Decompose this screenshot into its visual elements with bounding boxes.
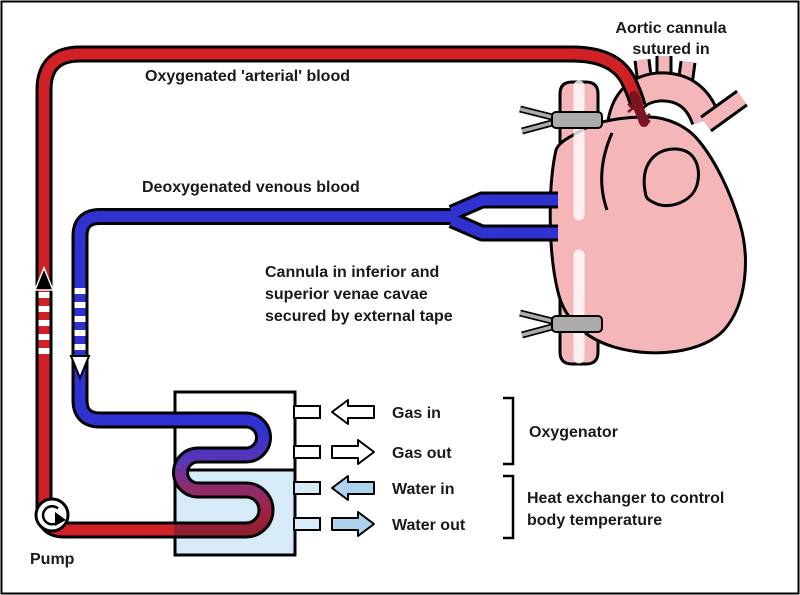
- arterial-flow-arrow-icon: [33, 266, 55, 362]
- oxygenator-label: Oxygenator: [529, 424, 618, 441]
- water-in-label: Water in: [392, 481, 455, 498]
- venous-blood-label: Deoxygenated venous blood: [142, 179, 360, 196]
- heat-exchanger-bracket: [503, 474, 515, 540]
- oxygenator-bracket: [503, 396, 515, 466]
- aortic-cannula-tip: [627, 91, 651, 127]
- aortic-cannula-label-line2: sutured in: [632, 41, 709, 58]
- cannula-note-line2: superior venae cavae: [265, 286, 428, 303]
- water-in-arrow-icon: [331, 475, 375, 501]
- pump-icon: [34, 497, 70, 533]
- heat-exchanger-label-line1: Heat exchanger to control: [527, 490, 724, 507]
- water-out-port: [293, 517, 321, 531]
- gas-in-label: Gas in: [392, 405, 441, 422]
- arterial-blood-label: Oxygenated 'arterial' blood: [145, 68, 350, 85]
- atrial-appendage: [642, 147, 700, 208]
- venous-tube: [74, 194, 558, 536]
- gas-out-arrow-icon: [331, 439, 375, 465]
- ivc-tape: [519, 309, 603, 339]
- cannula-note-line1: Cannula in inferior and: [265, 264, 439, 281]
- gas-out-port: [293, 445, 321, 459]
- gas-in-port: [293, 405, 321, 419]
- gas-in-arrow-icon: [331, 399, 375, 425]
- water-out-arrow-icon: [331, 511, 375, 537]
- venous-flow-arrow-icon: [69, 288, 91, 381]
- water-out-label: Water out: [392, 517, 466, 534]
- pump-label: Pump: [30, 551, 75, 568]
- svc-tape: [519, 105, 603, 135]
- gas-out-label: Gas out: [392, 445, 452, 462]
- water-in-port: [293, 481, 321, 495]
- aortic-cannula-label-line1: Aortic cannula: [615, 20, 726, 37]
- cannula-note-line3: secured by external tape: [265, 308, 453, 325]
- heart-inner-line: [600, 132, 614, 211]
- pulmonary-vessel: [700, 89, 748, 133]
- heart-illustration: [519, 56, 748, 366]
- heat-exchanger-label-line2: body temperature: [527, 512, 662, 529]
